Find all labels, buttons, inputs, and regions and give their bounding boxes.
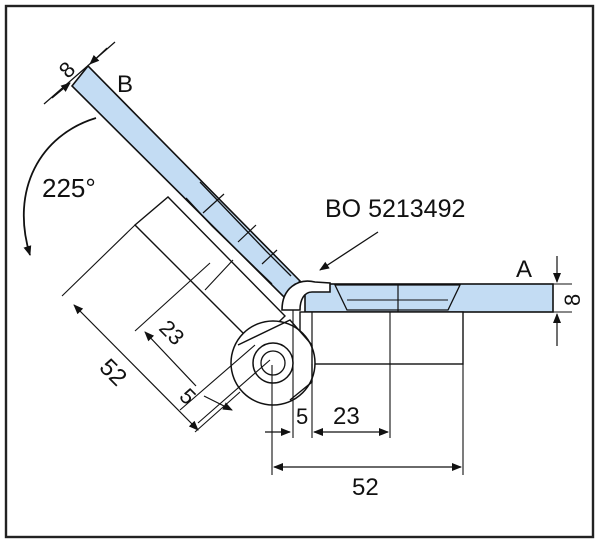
label-dim-5-bottom: 5 (296, 404, 308, 429)
hinge-base-block-rotated (133, 196, 286, 346)
label-dim-23-bottom: 23 (333, 403, 360, 430)
part-number-leader (319, 231, 379, 271)
ext-line-tilted-outer (61, 224, 136, 297)
leaf-b-clamp-line-3 (261, 249, 278, 265)
dim-line-5-tilted (203, 395, 233, 411)
label-thickness-a: 8 (560, 294, 585, 306)
label-leaf-b: B (117, 71, 133, 98)
label-angle: 225° (42, 173, 96, 203)
hinge-knuckle (281, 280, 331, 311)
dim-line-52-tilted (73, 304, 199, 431)
label-dim-52-tilted: 52 (94, 354, 132, 392)
leaf-b-clamp-line (202, 193, 225, 214)
leaf-b-clamp-detail-2 (199, 181, 292, 277)
leaf-b-clamp-detail (185, 197, 273, 285)
dim-line-23-tilted (144, 331, 197, 387)
ext-line-tilted-5b (197, 359, 271, 424)
label-dim-23-tilted: 23 (154, 315, 189, 350)
thickness-b-arrow-2 (89, 47, 108, 65)
hinge-base-block (299, 311, 464, 365)
label-thickness-b: 8 (54, 57, 80, 83)
label-dim-52-bottom: 52 (352, 474, 379, 501)
leaf-b-clamp-line-2 (237, 224, 257, 243)
outer-border (4, 4, 595, 539)
label-dim-5-tilted: 5 (175, 383, 201, 409)
ext-line-tilted-inner (194, 391, 241, 433)
rotation-arc (22, 117, 97, 256)
pivot-inner-circle (260, 350, 286, 376)
pivot-housing (237, 319, 313, 401)
hinge-base-rotated-line (204, 259, 234, 291)
thickness-b-arrow-1 (51, 82, 71, 99)
label-part-number: BO 5213492 (325, 195, 465, 223)
label-leaf-a: A (516, 256, 532, 283)
